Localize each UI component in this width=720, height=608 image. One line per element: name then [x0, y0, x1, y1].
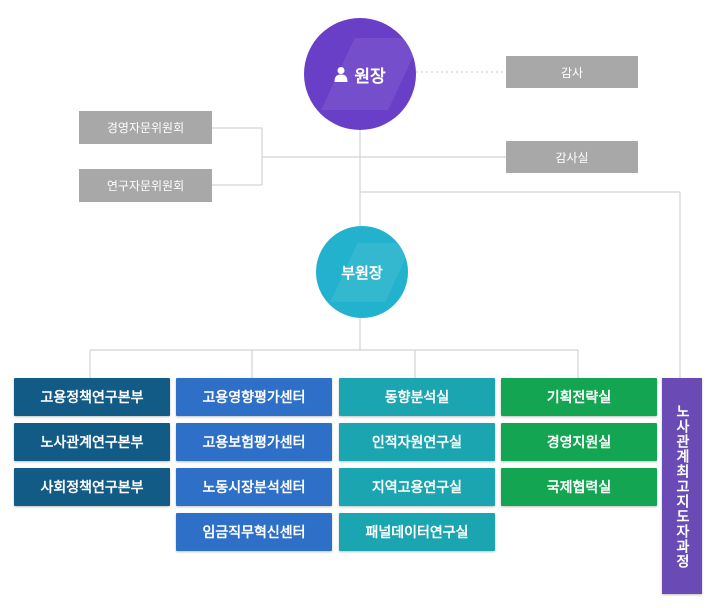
unit-label: 지역고용연구실: [371, 480, 463, 496]
unit-box[interactable]: 임금직무혁신센터: [176, 513, 332, 551]
unit-label: 고용영향평가센터: [202, 390, 306, 406]
unit-box[interactable]: 노사관계연구본부: [14, 423, 170, 461]
unit-box[interactable]: 지역고용연구실: [339, 468, 495, 506]
unit-label: 고용정책연구본부: [40, 390, 144, 406]
unit-label: 경영지원실: [546, 435, 612, 451]
unit-box[interactable]: 사회정책연구본부: [14, 468, 170, 506]
audit-office-box[interactable]: 감사실: [506, 141, 638, 173]
unit-label: 인적자원연구실: [371, 435, 463, 451]
unit-label: 동향분석실: [384, 390, 450, 406]
audit-box[interactable]: 감사: [506, 56, 638, 88]
person-icon: [334, 67, 348, 82]
advisory-management-label: 경영자문위원회: [106, 121, 185, 135]
unit-label: 고용보험평가센터: [202, 435, 306, 451]
unit-box[interactable]: 노동시장분석센터: [176, 468, 332, 506]
advisory-management-box[interactable]: 경영자문위원회: [79, 111, 212, 144]
unit-label: 국제협력실: [546, 480, 612, 496]
unit-box[interactable]: 인적자원연구실: [339, 423, 495, 461]
director-node[interactable]: 원장: [304, 18, 416, 130]
special-course-box[interactable]: 노사관계최고지도자과정: [662, 378, 702, 594]
unit-box[interactable]: 경영지원실: [501, 423, 657, 461]
unit-label: 기획전략실: [546, 390, 612, 406]
unit-label: 패널데이터연구실: [365, 525, 469, 541]
unit-box[interactable]: 기획전략실: [501, 378, 657, 416]
audit-label: 감사: [560, 65, 584, 80]
unit-label: 노사관계연구본부: [40, 435, 144, 451]
unit-label: 노동시장분석센터: [202, 480, 306, 496]
unit-label: 사회정책연구본부: [40, 480, 144, 496]
vice-director-label: 부원장: [341, 263, 383, 282]
unit-box[interactable]: 고용영향평가센터: [176, 378, 332, 416]
advisory-research-box[interactable]: 연구자문위원회: [79, 169, 212, 202]
unit-box[interactable]: 고용보험평가센터: [176, 423, 332, 461]
audit-office-label: 감사실: [555, 150, 589, 165]
unit-box[interactable]: 국제협력실: [501, 468, 657, 506]
unit-box[interactable]: 고용정책연구본부: [14, 378, 170, 416]
unit-box[interactable]: 동향분석실: [339, 378, 495, 416]
director-label: 원장: [354, 66, 386, 87]
unit-label: 임금직무혁신센터: [202, 525, 306, 541]
unit-box[interactable]: 패널데이터연구실: [339, 513, 495, 551]
advisory-research-label: 연구자문위원회: [106, 179, 185, 193]
special-course-label: 노사관계최고지도자과정: [674, 403, 690, 569]
vice-director-node[interactable]: 부원장: [316, 226, 408, 318]
